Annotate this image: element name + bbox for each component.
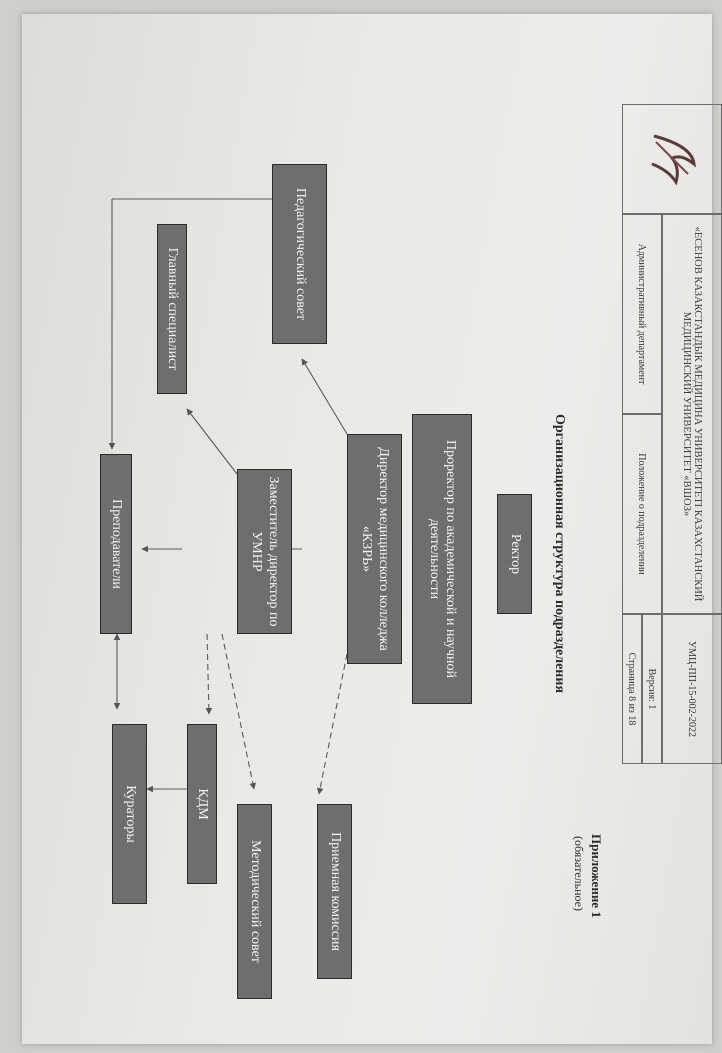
logo-cell <box>622 104 722 214</box>
node-rector: Ректор <box>497 494 532 614</box>
node-vice-rector: Проректор по академической и научной дея… <box>412 414 472 704</box>
node-teachers: Преподаватели <box>100 454 132 634</box>
rotated-page-content: «ЕСЕНОВ КАЗАКСТАНДЫК МЕДИЦИНА УНИВЕРСИТЕ… <box>32 14 722 1014</box>
document-page: «ЕСЕНОВ КАЗАКСТАНДЫК МЕДИЦИНА УНИВЕРСИТЕ… <box>22 14 722 1044</box>
node-admission: Приемная комиссия <box>317 804 352 979</box>
node-curators: Кураторы <box>112 724 147 904</box>
node-method-council: Методический совет <box>237 804 272 999</box>
edge-director-admission <box>316 653 348 795</box>
edge-deputy-method-council <box>221 633 257 790</box>
node-kdm: КДМ <box>187 724 217 884</box>
connector-lines <box>108 198 348 795</box>
node-director: Директор медицинского колледжа «КЗРЬ» <box>347 434 402 664</box>
node-chief-specialist: Главный специалист <box>157 224 187 394</box>
node-ped-council: Педагогический совет <box>272 164 327 344</box>
edge-deputy-chief-specialist <box>186 408 238 475</box>
edge-director-ped-council <box>301 358 348 435</box>
edge-deputy-kdm <box>205 633 213 715</box>
university-logo-icon <box>651 134 696 186</box>
node-deputy: Заместитель директор по УМНР <box>237 469 292 634</box>
